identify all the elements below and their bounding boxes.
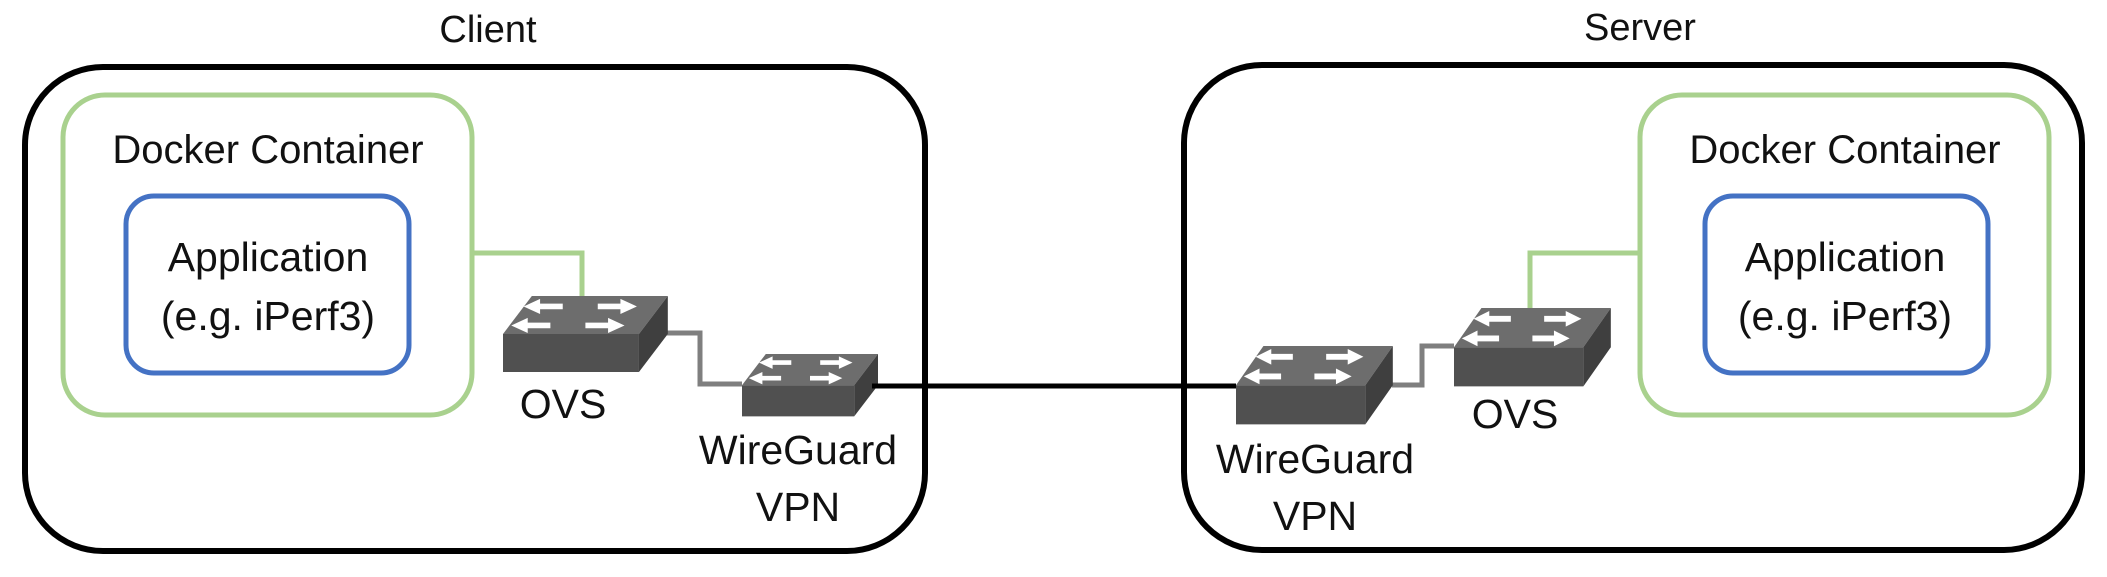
server-container-link bbox=[1527, 250, 1640, 310]
client-vpn-label-line1: WireGuard bbox=[699, 427, 897, 473]
client-docker-container bbox=[60, 92, 475, 418]
server-ovs-switch-icon bbox=[1454, 308, 1611, 387]
server-docker-container bbox=[1637, 92, 2052, 418]
client-title: Client bbox=[439, 9, 537, 51]
client-vpn-switch-icon bbox=[742, 354, 878, 417]
server-app-line1: Application bbox=[1745, 234, 1946, 280]
server-app-line2: (e.g. iPerf3) bbox=[1738, 293, 1952, 339]
client-container-title: Docker Container bbox=[112, 128, 423, 172]
server-ovs-label: OVS bbox=[1472, 391, 1559, 437]
client-vpn-label-line2: VPN bbox=[756, 484, 840, 530]
client-application-box bbox=[123, 193, 412, 376]
server-vpn-switch-icon bbox=[1236, 346, 1393, 425]
client-container-link bbox=[472, 250, 585, 298]
client-app-line2: (e.g. iPerf3) bbox=[161, 293, 375, 339]
server-host-box bbox=[1181, 62, 2085, 553]
server-application-box bbox=[1702, 193, 1991, 376]
server-vpn-label-line1: WireGuard bbox=[1216, 436, 1414, 482]
client-ovs-label: OVS bbox=[520, 381, 607, 427]
client-ovs-switch-icon bbox=[503, 296, 668, 372]
server-bridge-link bbox=[1392, 343, 1454, 388]
server-container-title: Docker Container bbox=[1689, 128, 2000, 172]
server-vpn-label-line2: VPN bbox=[1273, 493, 1357, 539]
server-title: Server bbox=[1584, 7, 1696, 49]
client-app-line1: Application bbox=[168, 234, 369, 280]
client-bridge-link bbox=[662, 330, 742, 387]
client-host-box bbox=[22, 64, 928, 554]
